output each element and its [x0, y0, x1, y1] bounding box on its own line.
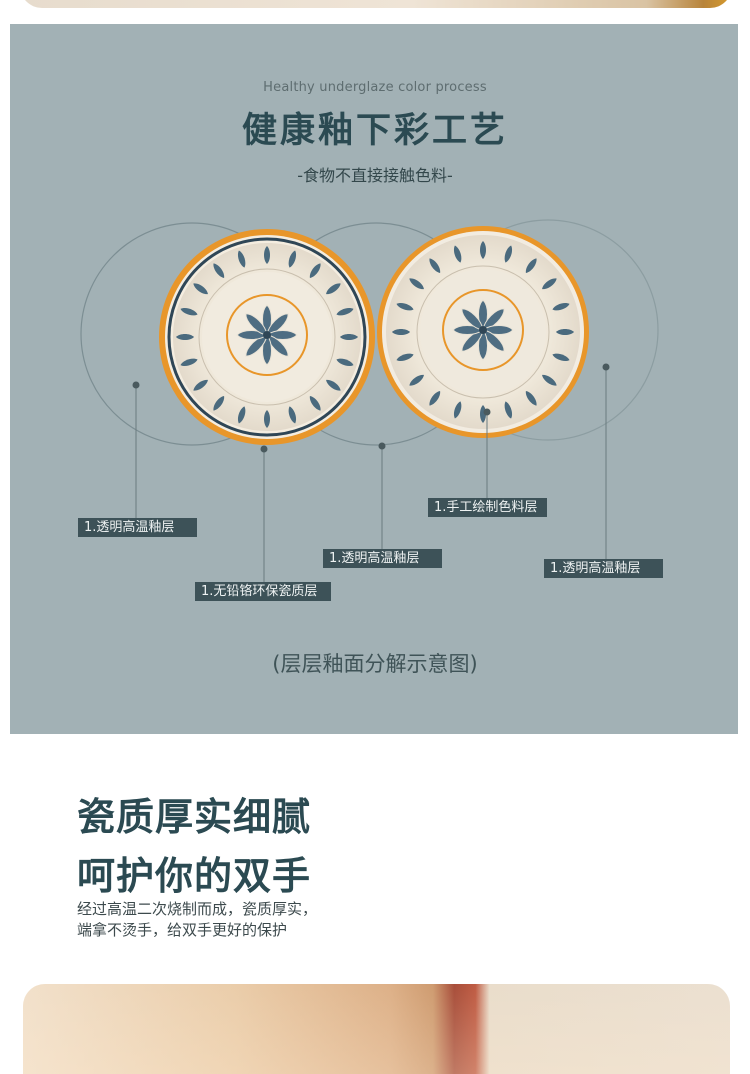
- label-porcelain-layer: 1.无铅铬环保瓷质层: [195, 582, 331, 601]
- bowl-painted-layer: [377, 226, 589, 438]
- section-title: 健康釉下彩工艺: [241, 111, 508, 151]
- heading-line-2: 呵护你的双手: [77, 854, 312, 898]
- layer-diagram: [80, 219, 659, 583]
- callout-lines: [132, 363, 610, 583]
- heading-line-1: 瓷质厚实细腻: [77, 795, 312, 839]
- bowl-porcelain-layer: [159, 229, 375, 445]
- section-subtitle: -食物不直接接触色料-: [297, 166, 453, 185]
- label-clear-glaze-middle: 1.透明高温釉层: [323, 549, 442, 568]
- label-hand-painted-layer: 1.手工绘制色料层: [428, 498, 547, 517]
- description-line-2: 端拿不烫手，给双手更好的保护: [77, 921, 288, 939]
- glaze-process-panel: [10, 24, 738, 734]
- label-clear-glaze-left: 1.透明高温釉层: [78, 518, 197, 537]
- bottom-photo-strip: [23, 984, 730, 1074]
- section-subtitle-english: Healthy underglaze color process: [263, 80, 487, 95]
- diagram-caption: (层层釉面分解示意图): [272, 652, 478, 676]
- description-line-1: 经过高温二次烧制而成，瓷质厚实，: [77, 900, 318, 918]
- label-clear-glaze-right: 1.透明高温釉层: [544, 559, 663, 578]
- top-photo-strip: [20, 0, 732, 8]
